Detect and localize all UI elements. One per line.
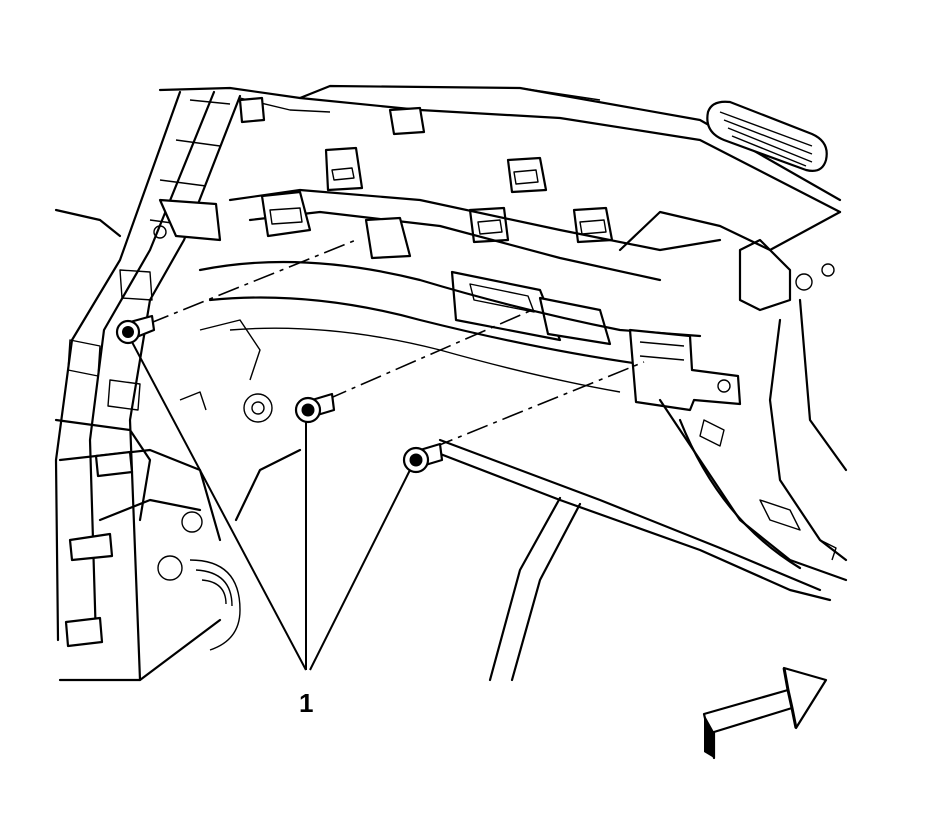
knee-bolster-beam [198, 188, 722, 393]
air-vent [706, 100, 828, 172]
lower-dash-panel [179, 319, 832, 682]
right-structure [618, 210, 848, 582]
fastener-paths [147, 239, 645, 449]
right-bracket [628, 328, 742, 412]
lower-left-panel [58, 448, 302, 682]
callout-leaders [131, 341, 411, 671]
direction-arrow-icon [702, 666, 828, 760]
bolt-icon [402, 442, 444, 474]
left-pillar [54, 90, 242, 682]
bolt-icon [115, 314, 156, 345]
clip-tabs [238, 96, 614, 244]
callout-label: 1 [299, 688, 313, 718]
bolt-icon [294, 392, 336, 424]
